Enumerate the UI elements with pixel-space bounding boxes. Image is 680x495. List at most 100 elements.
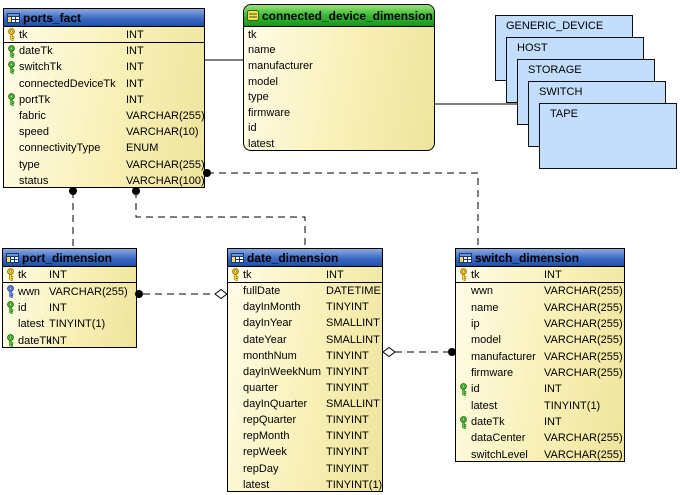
column-row-type[interactable]: type [244,89,434,105]
column-name: name [471,301,499,314]
column-type: VARCHAR(255) [544,301,623,314]
column-name: monthNum [243,349,297,362]
column-name: latest [18,318,45,331]
column-row-latest[interactable]: latest [244,136,434,150]
column-name: fullDate [243,285,281,298]
edge-portsfact-switchdimension[interactable] [207,172,479,248]
table-title: switch_dimension [475,250,580,265]
table-header[interactable]: date_dimension [228,249,382,267]
table-title: ports_fact [23,10,82,25]
column-name: latest [471,399,498,412]
column-type: VARCHAR(255) [49,285,128,298]
column-type: INT [326,268,344,281]
entity-box-tape[interactable]: TAPE [539,103,677,169]
table-header[interactable]: connected_device_dimension [244,5,434,27]
column-name: connectedDeviceTk [19,77,116,90]
table-header[interactable]: ports_fact [4,9,204,27]
column-name: dateYear [243,333,287,346]
column-row-name[interactable]: name VARCHAR(255) [456,300,624,316]
column-row-name[interactable]: name [244,43,434,59]
column-row-manufacturer[interactable]: manufacturer [244,58,434,74]
column-row-model[interactable]: model [244,74,434,90]
column-type: TINYINT [326,349,369,362]
gold-key-icon [456,268,471,282]
column-type: SMALLINT [326,317,380,330]
column-name: wwn [18,285,41,298]
column-name: dateTk [18,334,52,347]
column-type: VARCHAR(255) [126,110,205,123]
column-name: tk [248,28,257,41]
table-header[interactable]: port_dimension [3,249,136,267]
column-row-id[interactable]: id [244,121,434,137]
column-row-firmware[interactable]: firmware [244,105,434,121]
column-type: SMALLINT [326,398,380,411]
column-row-tk[interactable]: tk [244,27,434,43]
column-type: VARCHAR(100) [126,174,205,187]
table-header[interactable]: switch_dimension [456,249,624,267]
column-name: speed [19,126,49,139]
column-type: INT [126,93,144,106]
column-name: model [471,334,501,347]
column-name: id [248,122,257,135]
column-name: wwn [471,285,494,298]
column-name: switchLevel [471,448,528,461]
column-type: INT [544,416,562,429]
table-icon [6,252,19,263]
column-name: ip [471,318,480,331]
edge-portsfact-datedimension[interactable] [135,191,306,248]
column-name: dataCenter [471,432,526,445]
green-key-icon [3,301,18,315]
column-row-wwn[interactable]: wwn VARCHAR(255) [3,283,136,299]
green-key-icon [456,383,471,396]
column-name: tk [19,28,28,41]
column-row-monthNum[interactable]: monthNum TINYINT [228,348,382,364]
